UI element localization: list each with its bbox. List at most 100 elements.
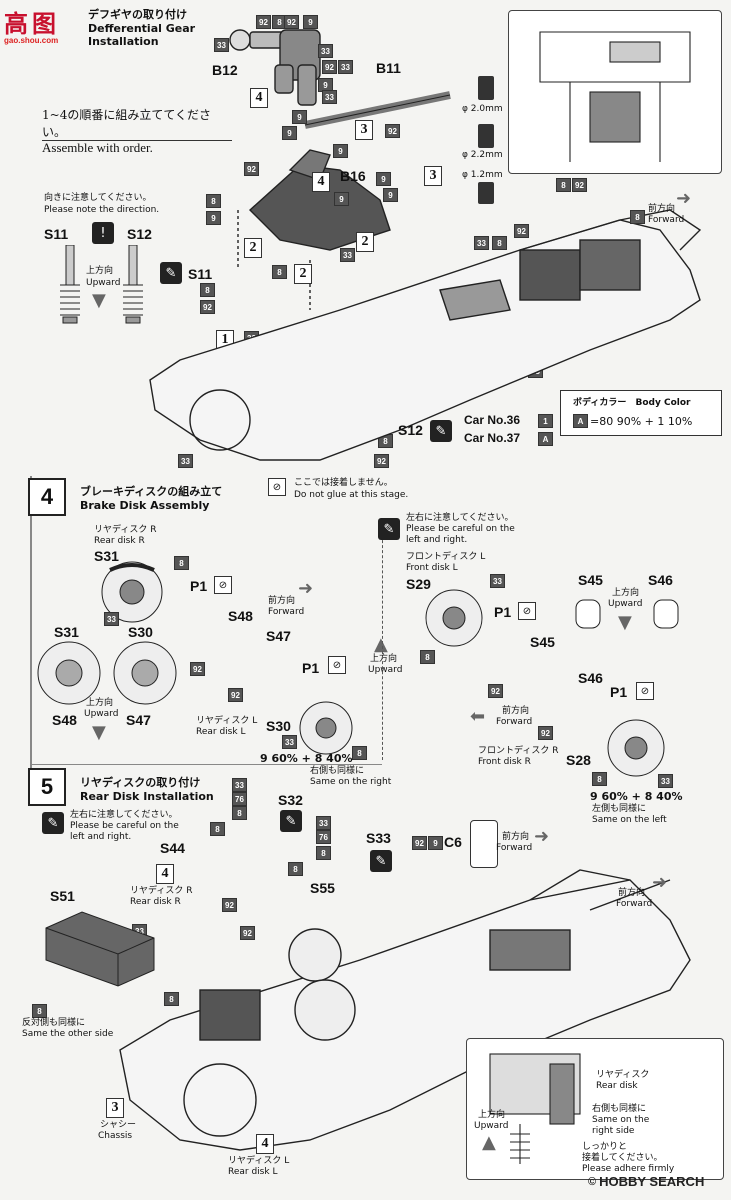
careful-en2-4: left and right.	[406, 535, 468, 545]
part-no-9: 9	[318, 78, 333, 92]
part-p1-b: P1	[302, 660, 320, 676]
part-no-8: 8	[630, 210, 645, 224]
sec3-title-en1: Defferential Gear	[88, 22, 196, 35]
part-no-33: 33	[318, 44, 333, 58]
caliper-s45	[575, 599, 601, 629]
careful-jp-4: 左右に注意してください。	[406, 513, 514, 523]
part-s47: S47	[266, 628, 291, 644]
part-no-8: 8	[174, 556, 189, 570]
part-no-9: 9	[334, 192, 349, 206]
inset-suspension-diagram	[489, 1053, 581, 1164]
drill-2-0: φ 2.0mm	[462, 104, 503, 114]
part-s48-b: S48	[52, 712, 77, 728]
part-no-33: 33	[474, 236, 489, 250]
part-no-33: 33	[490, 574, 505, 588]
forward-arrow-icon: ➜	[652, 872, 668, 893]
paint-icon: ✎	[280, 810, 302, 832]
part-no-92: 92	[385, 124, 400, 138]
sec3-title-en2: Installation	[88, 35, 159, 48]
part-b11: B11	[376, 60, 401, 76]
part-s45: S45	[530, 634, 555, 650]
up-jp-4a: 上方向	[86, 698, 114, 708]
paint-icon: ✎	[42, 812, 64, 834]
noglue-jp: ここでは接着しません。	[294, 478, 393, 488]
chassis-diagram-top	[149, 209, 702, 461]
part-s31: S31	[94, 548, 119, 564]
forward-arrow-icon: ⬅	[470, 706, 486, 727]
no-glue-icon: ⊘	[214, 576, 232, 594]
step-marker-2a: 2	[244, 238, 262, 258]
part-no-8: 8	[32, 1004, 47, 1018]
opp-en: Same the other side	[22, 1029, 114, 1039]
rear-r-en: Rear disk R	[94, 536, 145, 546]
section-dashed-divider	[382, 530, 383, 760]
fwd-en-5b: Forward	[616, 899, 653, 909]
caution-icon: !	[92, 222, 114, 244]
body-color-mix: A =80 90% + 1 10%	[573, 414, 721, 428]
part-no-92: 92	[190, 662, 205, 676]
same-left-en: Same on the left	[592, 815, 667, 825]
paint-icon: ✎	[370, 850, 392, 872]
part-no-33: 33	[658, 774, 673, 788]
fwd-jp: 前方向	[648, 204, 676, 214]
forward-arrow-icon: ➜	[298, 578, 314, 599]
part-no-92: 92	[240, 926, 255, 940]
differential-diagram	[229, 29, 451, 310]
rear-l-jp-5: リヤディスク L	[228, 1156, 290, 1166]
up-arrow-icon: ▲	[482, 1132, 496, 1153]
same-right-jp: 右側も同様に	[310, 766, 365, 776]
part-no-8: 8	[556, 178, 571, 192]
part-no-33: 33	[104, 612, 119, 626]
part-s55: S55	[310, 880, 335, 896]
step-marker-4: 4	[250, 88, 268, 108]
careful-jp-5: 左右に注意してください。	[70, 810, 178, 820]
up-en-4c: Upward	[608, 599, 643, 609]
part-no-92: 92	[572, 178, 587, 192]
part-no-33: 33	[214, 38, 229, 52]
part-no-92: 92	[228, 688, 243, 702]
part-s12: S12	[127, 226, 152, 242]
chassis-en: Chassis	[98, 1131, 133, 1141]
part-no-8: 8	[316, 846, 331, 860]
part-no-92: 92	[256, 15, 271, 29]
brake-disk-rear-l	[299, 701, 353, 755]
part-no-33: 33	[178, 454, 193, 468]
up-jp-5: 上方向	[478, 1110, 506, 1120]
forward-arrow-icon: ➜	[676, 188, 692, 209]
part-no-8: 8	[232, 806, 247, 820]
body-color-en: Body Color	[635, 398, 691, 408]
rear-r-jp: リヤディスク R	[94, 525, 157, 535]
same-right-jp-5: 右側も同様に	[592, 1104, 647, 1114]
down-arrow-icon: ▼	[618, 612, 632, 633]
section-divider	[30, 764, 382, 765]
rear-r-en-5: Rear disk R	[130, 897, 181, 907]
part-no-8: 8	[352, 746, 367, 760]
up-en-4b: Upward	[368, 665, 403, 675]
mix-box-a: A	[573, 414, 588, 428]
same-left-jp: 左側も同様に	[592, 804, 647, 814]
part-no-76: 76	[232, 792, 247, 806]
order-jp: 1~4の順番に組み立ててください。	[42, 108, 211, 139]
step-marker-3a: 3	[355, 120, 373, 140]
step-marker-4b: 4	[312, 172, 330, 192]
fwd-en-5a: Forward	[496, 843, 533, 853]
part-p1: P1	[190, 578, 208, 594]
paint-icon: ✎	[378, 518, 400, 540]
part-no-33: 33	[232, 778, 247, 792]
down-arrow-icon: ▼	[92, 722, 106, 743]
part-no-9: 9	[333, 144, 348, 158]
part-b16: B16	[340, 168, 366, 184]
sec4-header: ブレーキディスクの組み立て Brake Disk Assembly	[80, 483, 222, 512]
brake-disk-front-l	[425, 589, 483, 647]
rear-r-jp-5: リヤディスク R	[130, 886, 193, 896]
part-c6: C6	[444, 834, 462, 850]
no-glue-icon: ⊘	[636, 682, 654, 700]
part-s29: S29	[406, 576, 431, 592]
drill-bit-icon	[478, 76, 494, 100]
part-no-8: 8	[200, 283, 215, 297]
car-36-box: 1	[538, 414, 553, 428]
inset-car-diagram	[539, 31, 691, 162]
part-no-9: 9	[292, 110, 307, 124]
chassis-diagram-bottom	[119, 869, 691, 1151]
part-s32: S32	[278, 792, 303, 808]
